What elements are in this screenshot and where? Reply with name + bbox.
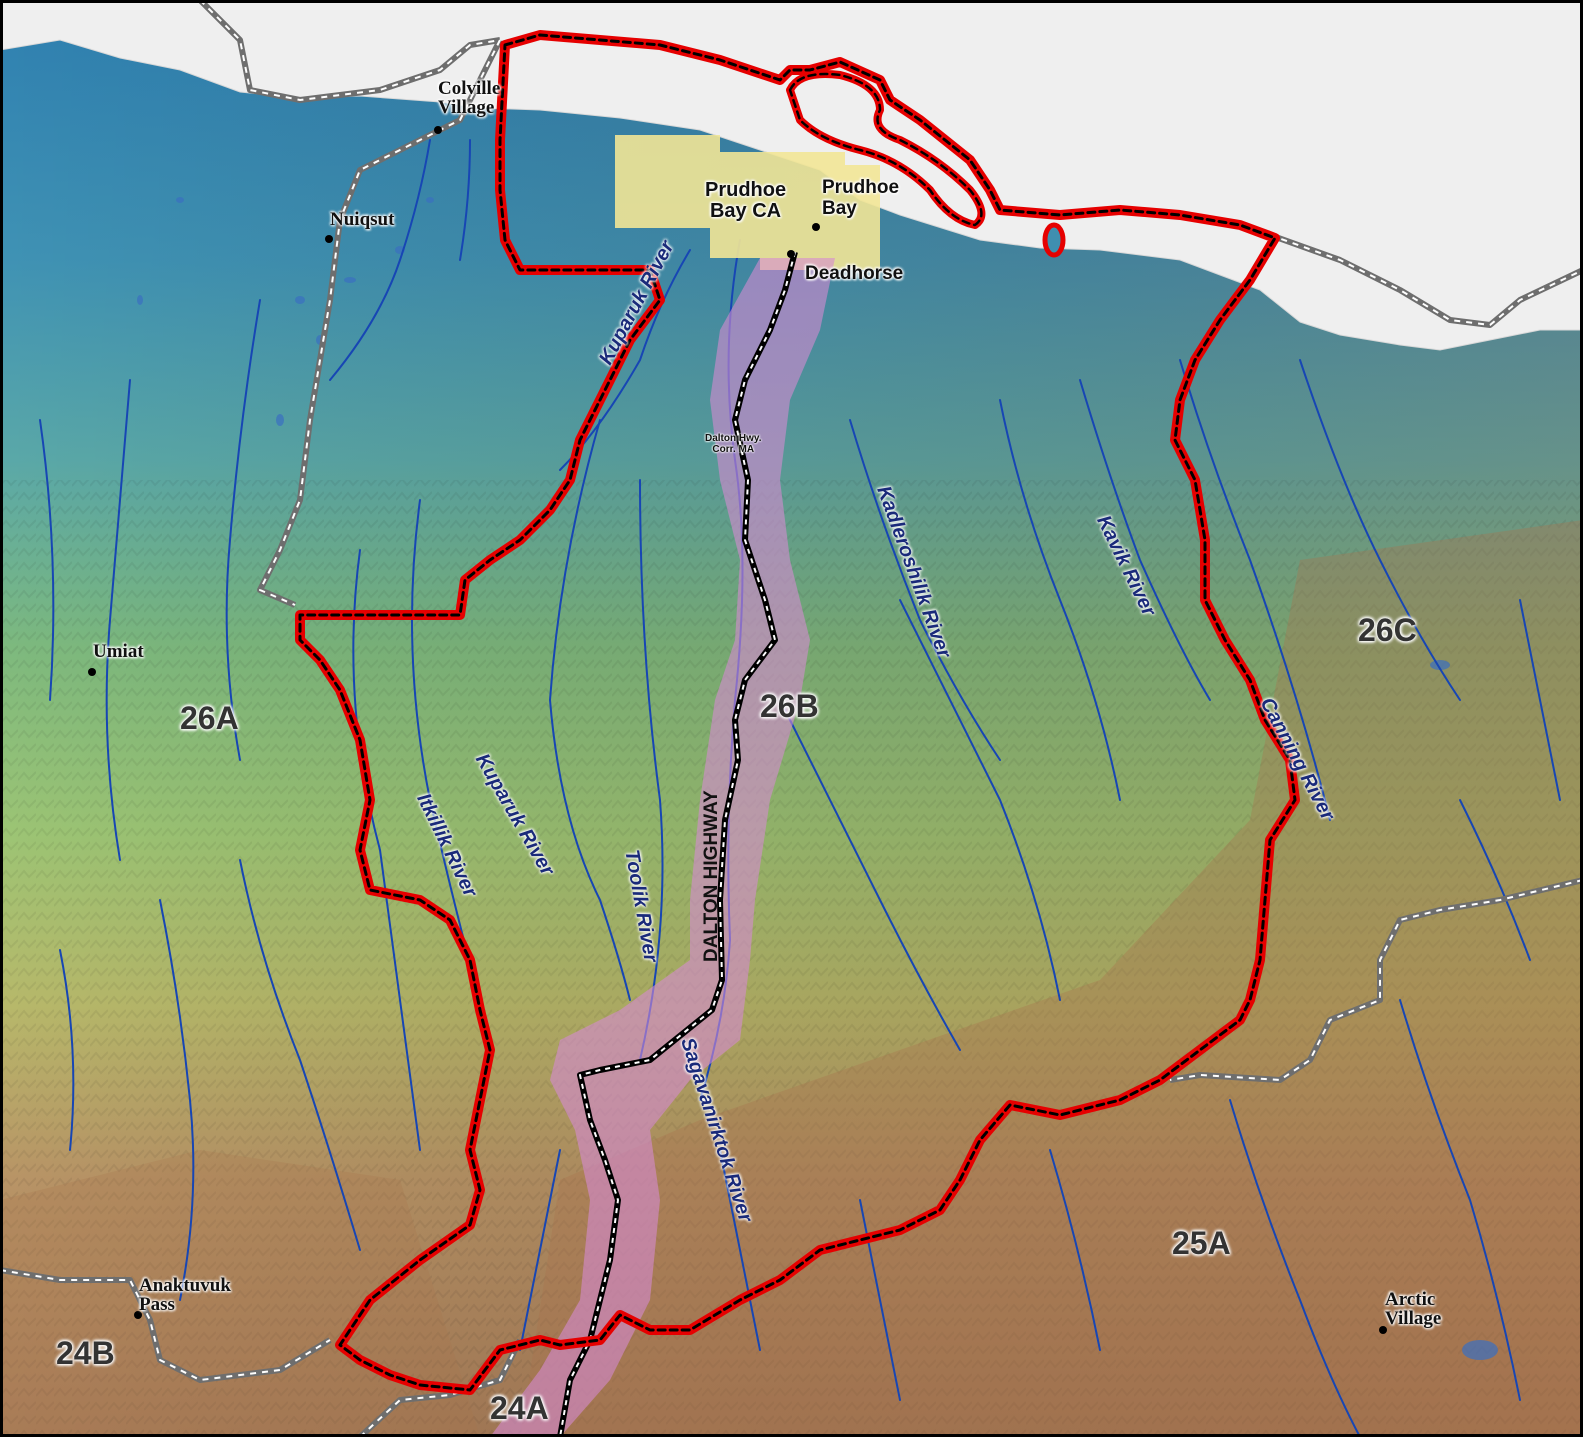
prudhoe-bay-closed-area <box>615 135 880 270</box>
mountain-zone <box>520 520 1583 1437</box>
deadhorse-marker <box>787 250 795 258</box>
label-anaktuvuk-pass: Anaktuvuk Pass <box>139 1275 231 1315</box>
lakes <box>137 197 1498 1360</box>
dalton-highway-road <box>557 251 798 1437</box>
label-umiat: Umiat <box>93 641 144 662</box>
colville-village-marker <box>434 126 442 134</box>
label-arctic-village: Arctic Village <box>1385 1289 1442 1329</box>
label-nuiqsut: Nuiqsut <box>330 209 395 230</box>
prudhoe-bay-marker <box>812 223 820 231</box>
island <box>1042 222 1066 258</box>
label-unit-24a: 24A <box>490 1390 549 1426</box>
label-dalton-highway: DALTON HIGHWAY <box>701 790 722 962</box>
label-prudhoe-bay: Prudhoe Bay <box>822 177 900 219</box>
label-unit-26a: 26A <box>180 700 239 736</box>
label-unit-24b: 24B <box>56 1335 115 1371</box>
arctic-village-marker <box>1379 1326 1387 1334</box>
nuiqsut-marker <box>325 235 333 243</box>
label-colville-village: Colville Village <box>438 78 501 118</box>
label-unit-26c: 26C <box>1358 612 1417 648</box>
label-dalton-corridor: Dalton Hwy. Corr. MA <box>705 433 762 455</box>
anaktuvuk-pass-marker <box>134 1311 142 1319</box>
label-unit-25a: 25A <box>1172 1225 1231 1261</box>
unit-26b-boundary <box>295 30 1300 1395</box>
label-prudhoe-bay-ca: Prudhoe Bay CA <box>705 179 787 222</box>
label-deadhorse: Deadhorse <box>805 263 904 284</box>
label-unit-26b: 26B <box>760 688 819 724</box>
umiat-marker <box>88 668 96 676</box>
